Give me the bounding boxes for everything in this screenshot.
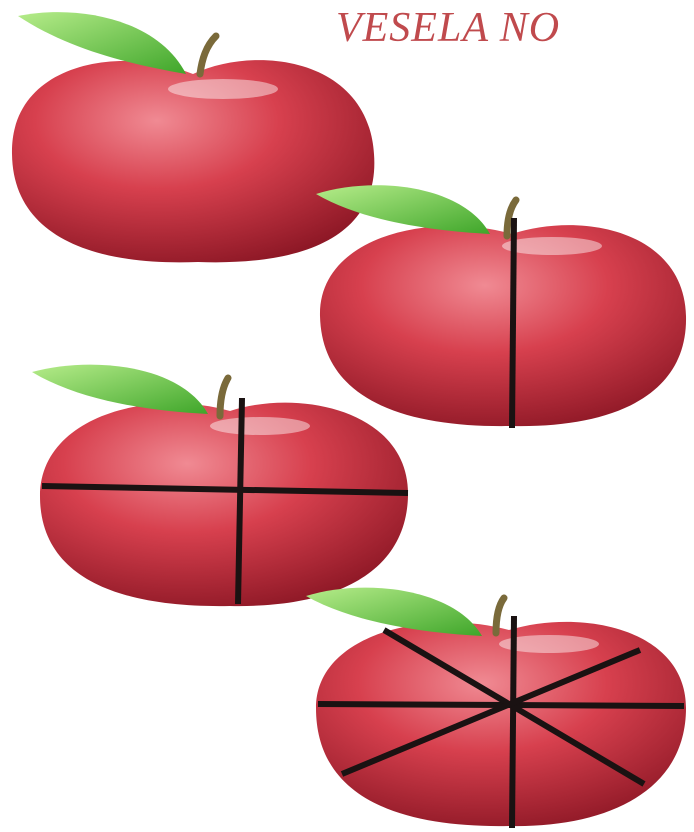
apple-body [40,403,408,606]
apple-quarters-graphic [30,356,412,614]
leaf [306,588,482,636]
apple-highlight [168,79,278,99]
apple-eighths-graphic [304,578,690,830]
cut-line [512,218,514,428]
apple-highlight [210,417,310,435]
leaf [316,185,490,234]
apple-eighths [304,578,690,830]
cut-line-vertical [238,398,242,604]
leaf [32,365,208,414]
page-title: VESELA NO [336,2,694,54]
stem [496,598,504,633]
cut-line-vertical [512,616,514,828]
apple-quarters [30,356,412,614]
apple-highlight [502,237,602,255]
